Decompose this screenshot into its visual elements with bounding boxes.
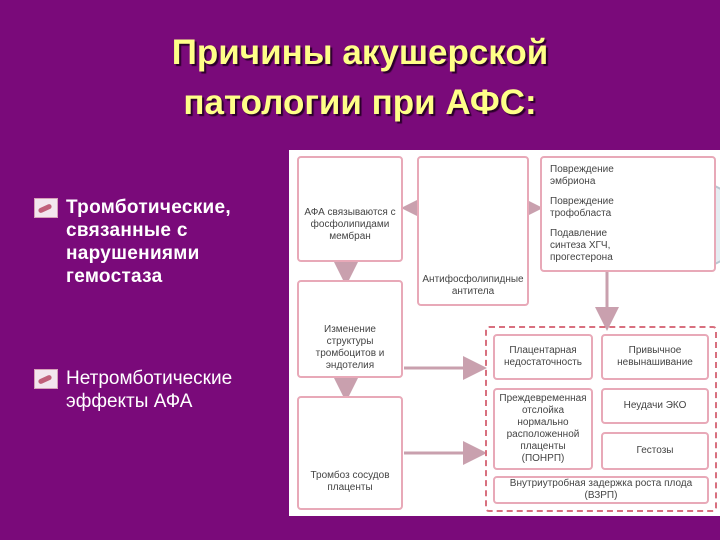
outcome-growth-restriction: Внутриутробная задержка роста плода (ВЗР… (493, 476, 709, 504)
outcome-gestosis: Гестозы (601, 432, 709, 470)
outcome-label: Неудачи ЭКО (623, 400, 687, 411)
bullet-text-2: Нетромботические эффекты АФА (66, 368, 233, 412)
pathogenesis-diagram: АФА связываются с фосфолипидами мембран … (289, 150, 720, 516)
outcome-recurrent-miscarriage: Привычное невынашивание (601, 334, 709, 380)
outcome-placental-abruption: Преждевременная отслойка нормально распо… (493, 388, 593, 470)
bullet-thrombotic: Тромботические, связанные с нарушениями … (34, 196, 284, 288)
title-line-2: патологии при АФС: (183, 83, 537, 122)
bullet-text-1: Тромботические, связанные с нарушениями … (66, 197, 231, 287)
box-placenta-thrombosis-label: Тромбоз сосудов плаценты (310, 470, 390, 493)
antibody-label: Антифосфолипидные антитела (422, 274, 524, 297)
outcome-label: Привычное невынашивание (617, 345, 693, 368)
outcome-label: Плацентарная недостаточность (504, 345, 582, 368)
effect-embryo: Повреждение эмбриона (550, 164, 614, 187)
box-structure-change-label: Изменение структуры тромбоцитов и эндоте… (315, 324, 385, 371)
box-nonthrombotic-effects: Повреждение эмбриона Повреждение трофобл… (540, 156, 716, 272)
outcome-ivf-failure: Неудачи ЭКО (601, 388, 709, 424)
box-placenta-thrombosis: Тромбоз сосудов плаценты (297, 396, 403, 510)
outcome-label: Внутриутробная задержка роста плода (ВЗР… (509, 478, 693, 501)
outcomes-group (485, 326, 717, 512)
slide-title: Причины акушерской патологии при АФС: (0, 28, 720, 128)
box-afa-binding: АФА связываются с фосфолипидами мембран (297, 156, 403, 262)
outcome-label: Гестозы (636, 445, 674, 456)
bullet-image-icon (34, 198, 58, 218)
title-line-1: Причины акушерской (171, 33, 549, 72)
outcome-label: Преждевременная отслойка нормально распо… (499, 393, 587, 464)
effect-hcg: Подавление синтеза ХГЧ, прогестерона (550, 228, 613, 263)
box-afa-binding-label: АФА связываются с фосфолипидами мембран (304, 207, 396, 242)
box-antibodies: Антифосфолипидные антитела (417, 156, 529, 306)
outcome-placental-insufficiency: Плацентарная недостаточность (493, 334, 593, 380)
bullet-non-thrombotic: Нетромботические эффекты АФА (34, 367, 284, 413)
effect-trophoblast: Повреждение трофобласта (550, 196, 614, 219)
bullet-image-icon (34, 369, 58, 389)
box-structure-change: Изменение структуры тромбоцитов и эндоте… (297, 280, 403, 378)
